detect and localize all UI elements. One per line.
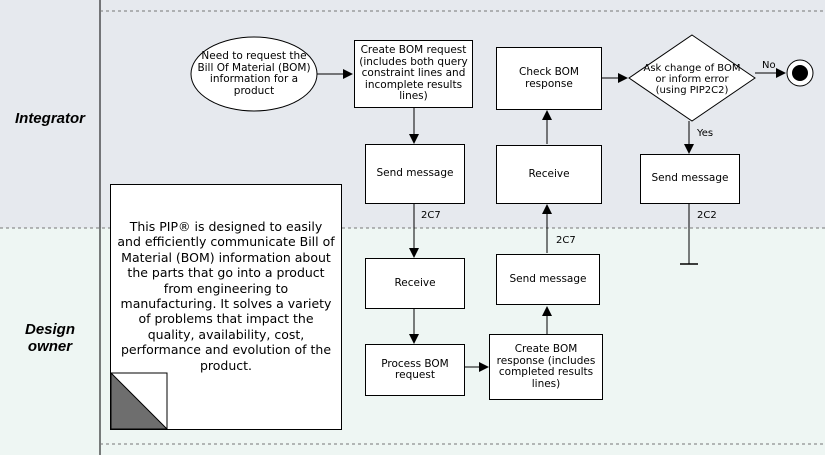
send-message-integrator-label: Send message: [376, 167, 454, 180]
send-message-2c2-box: Send message: [640, 154, 740, 204]
description-note-text: This PIP® is designed to easily and effi…: [117, 219, 335, 373]
send-message-integrator-box: Send message: [365, 144, 465, 204]
check-bom-response-box: Check BOM response: [496, 47, 602, 110]
yes-branch-label: Yes: [697, 128, 714, 139]
end-node-inner: [792, 65, 808, 81]
start-event-label: Need to request the Bill Of Material (BO…: [197, 50, 311, 97]
decision-diamond: [628, 34, 756, 122]
create-bom-request-label: Create BOM request (includes both query …: [359, 44, 468, 103]
decision-node: Ask change of BOM or inform error (using…: [640, 46, 744, 112]
process-bom-request-box: Process BOM request: [365, 344, 465, 396]
no-branch-label: No: [762, 60, 776, 71]
send-message-owner-label: Send message: [509, 272, 587, 285]
receive-integrator-label: Receive: [528, 167, 570, 180]
create-bom-response-label: Create BOM response (includes completed …: [496, 343, 596, 390]
pip-2c2-label: 2C2: [697, 210, 717, 221]
process-bom-request-label: Process BOM request: [381, 357, 449, 381]
design-owner-lane-label: Design owner: [0, 321, 100, 355]
description-note: This PIP® is designed to easily and effi…: [110, 184, 342, 430]
receive-owner-label: Receive: [394, 276, 436, 289]
check-bom-response-label: Check BOM response: [519, 66, 579, 90]
integrator-lane-label: Integrator: [14, 110, 85, 127]
pip-2c7-outbound-label: 2C7: [421, 210, 441, 221]
create-bom-response-box: Create BOM response (includes completed …: [489, 334, 603, 400]
send-message-owner-box: Send message: [496, 254, 600, 305]
receive-owner-box: Receive: [365, 258, 465, 309]
pip-2c7-return-label: 2C7: [556, 235, 576, 246]
design-owner-label-line2: owner: [27, 338, 73, 355]
decision-label: Ask change of BOM or inform error (using…: [643, 62, 741, 96]
create-bom-request-box: Create BOM request (includes both query …: [354, 40, 473, 108]
start-event: Need to request the Bill Of Material (BO…: [194, 40, 314, 108]
design-owner-label-line1: Design: [24, 321, 75, 338]
send-message-2c2-label: Send message: [651, 172, 729, 185]
receive-integrator-box: Receive: [496, 145, 602, 204]
